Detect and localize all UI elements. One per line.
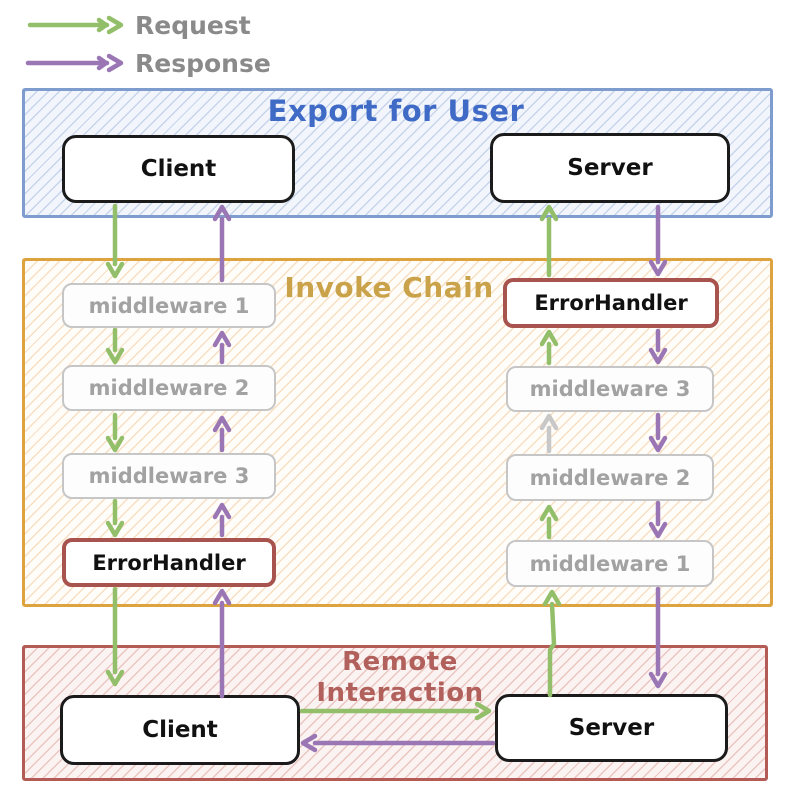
export-client-box: Client [62,135,295,203]
remote-title-line1: Remote [342,647,458,677]
middleware-1-right-box: middleware 1 [506,540,714,587]
middleware-3-left-box: middleware 3 [62,453,276,499]
legend-request-label: Request [135,11,251,40]
middleware-2-left-box: middleware 2 [62,365,276,411]
middleware-1-left-box: middleware 1 [62,283,276,328]
export-for-user-title: Export for User [267,94,525,128]
remote-client-box: Client [60,695,300,765]
legend-response-label: Response [135,49,271,78]
arrow-head [96,15,124,35]
errorhandler-right-box: ErrorHandler [503,278,719,328]
remote-server-box: Server [495,694,728,762]
remote-interaction-title: Remote Interaction [295,647,505,709]
export-server-box: Server [490,133,730,203]
legend-request-arrow [27,15,124,35]
errorhandler-left-box: ErrorHandler [62,538,276,587]
middleware-2-right-box: middleware 2 [506,454,714,501]
arrow-head [96,53,124,73]
middleware-3-right-box: middleware 3 [506,366,714,412]
remote-title-line2: Interaction [316,678,484,708]
legend-response-arrow [25,53,124,73]
invoke-chain-title: Invoke Chain [284,271,494,304]
